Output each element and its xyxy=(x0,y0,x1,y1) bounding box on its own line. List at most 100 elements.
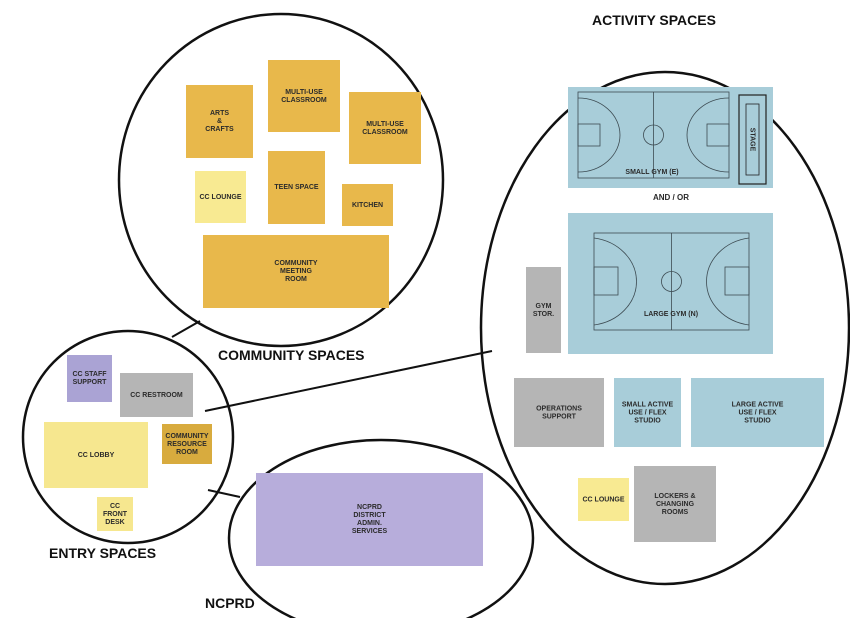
room-label-line: SUPPORT xyxy=(542,413,577,420)
room-label-line: CRAFTS xyxy=(205,126,234,133)
room-label-line: COMMUNITY xyxy=(165,433,208,440)
svg-text:TEEN SPACE: TEEN SPACE xyxy=(274,184,319,191)
activity-spaces-circle xyxy=(479,70,850,586)
room-label-line: KITCHEN xyxy=(352,202,383,209)
room-label-line: CHANGING xyxy=(656,501,695,508)
room-kitchen: KITCHEN xyxy=(342,184,393,226)
room-label-line: STOR. xyxy=(533,311,554,318)
room-label-line: ADMIN. xyxy=(357,520,382,527)
ncprd-circle xyxy=(227,438,535,618)
room-label-line: CC LOUNGE xyxy=(583,496,625,503)
room-label-line: GYM xyxy=(536,303,552,310)
room-label-line: DESK xyxy=(105,519,124,526)
svg-text:ARTS&CRAFTS: ARTS&CRAFTS xyxy=(205,110,234,133)
svg-text:SMALL GYM (E): SMALL GYM (E) xyxy=(625,169,678,176)
community-spaces-label: COMMUNITY SPACES xyxy=(218,347,365,363)
room-label-line: MULTI-USE xyxy=(366,121,404,128)
and-or-label: AND / OR xyxy=(653,193,689,202)
room-label-line: NCPRD xyxy=(357,504,382,511)
room-cc-restroom: CC RESTROOM xyxy=(120,373,193,417)
room-label-line: RESOURCE xyxy=(167,441,207,448)
entry-spaces-circle xyxy=(21,329,235,545)
stage: STAGE xyxy=(738,94,767,185)
svg-text:CC LOBBY: CC LOBBY xyxy=(78,452,115,459)
room-label-line: MULTI-USE xyxy=(285,89,323,96)
room-label-line: MEETING xyxy=(280,268,312,275)
room-label-line: & xyxy=(217,118,222,125)
room-label-line: CC LOUNGE xyxy=(200,194,242,201)
room-label-line: AND / OR xyxy=(653,193,689,202)
room-label-line: FRONT xyxy=(103,511,128,518)
room-label-line: COMMUNITY xyxy=(274,260,317,267)
room-label-line: ARTS xyxy=(210,110,229,117)
room-label-line: SMALL GYM (E) xyxy=(625,169,678,176)
room-label-line: DISTRICT xyxy=(353,512,386,519)
room-large-gym: LARGE GYM (N) xyxy=(568,213,773,354)
room-label-line: TEEN SPACE xyxy=(274,184,319,191)
room-label-line: SERVICES xyxy=(352,528,388,535)
small-gym-court-lines xyxy=(577,91,730,179)
svg-text:STAGE: STAGE xyxy=(749,128,756,152)
connector-community-entry xyxy=(171,320,201,338)
room-label-line: CC STAFF xyxy=(72,371,107,378)
room-label-line: CLASSROOM xyxy=(281,97,327,104)
entry-spaces-label: ENTRY SPACES xyxy=(49,545,156,561)
room-cc-lobby: CC LOBBY xyxy=(44,422,148,488)
room-label-line: LARGE ACTIVE xyxy=(732,401,784,408)
room-label-line: SMALL ACTIVE xyxy=(622,401,674,408)
room-label-line: LARGE GYM (N) xyxy=(644,311,698,318)
room-label-line: USE / FLEX xyxy=(738,409,776,416)
ncprd-label: NCPRD xyxy=(205,595,255,611)
room-label-line: ROOM xyxy=(176,449,198,456)
room-label-line: CC RESTROOM xyxy=(130,392,183,399)
room-label-line: ROOM xyxy=(285,276,307,283)
room-label-line: CLASSROOM xyxy=(362,129,408,136)
room-label-line: ROOMS xyxy=(662,509,689,516)
room-cc-lounge-community: CC LOUNGE xyxy=(195,171,246,223)
room-label-line: OPERATIONS xyxy=(536,405,582,412)
svg-text:CC RESTROOM: CC RESTROOM xyxy=(130,392,183,399)
room-label-line: STUDIO xyxy=(634,417,661,424)
room-label-line: LOCKERS & xyxy=(654,493,695,500)
room-label-line: STAGE xyxy=(749,128,756,152)
connector-entry-activity xyxy=(204,350,493,412)
room-label-line: STUDIO xyxy=(744,417,771,424)
svg-text:CC LOUNGE: CC LOUNGE xyxy=(200,194,242,201)
connector-entry-ncprd xyxy=(207,489,241,498)
room-teen-space: TEEN SPACE xyxy=(268,151,325,224)
room-arts-crafts: ARTS&CRAFTS xyxy=(186,85,253,158)
svg-text:KITCHEN: KITCHEN xyxy=(352,202,383,209)
community-spaces-circle xyxy=(117,12,445,348)
activity-spaces-label: ACTIVITY SPACES xyxy=(592,12,716,28)
room-label-line: USE / FLEX xyxy=(628,409,666,416)
large-gym-court-lines xyxy=(593,232,750,331)
svg-text:LARGE GYM (N): LARGE GYM (N) xyxy=(644,311,698,318)
room-label-line: CC xyxy=(110,503,120,510)
svg-text:AND / OR: AND / OR xyxy=(653,193,689,202)
